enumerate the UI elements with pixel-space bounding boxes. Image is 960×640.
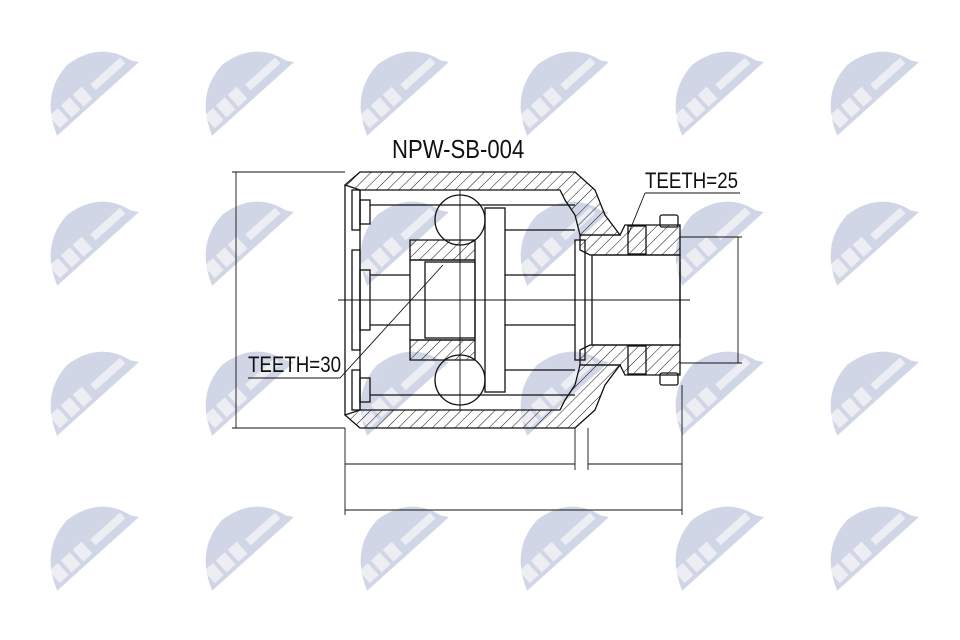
stub-top [579, 224, 681, 256]
ajs-parts-watermark [673, 201, 764, 286]
ajs-parts-watermark [358, 51, 449, 136]
leader-teeth-25 [627, 192, 646, 236]
housing-bottom [343, 364, 622, 429]
ajs-parts-watermark [203, 506, 294, 591]
ajs-parts-watermark [828, 351, 919, 436]
ajs-parts-watermark [673, 506, 764, 591]
ajs-parts-watermark [203, 51, 294, 136]
hub-bottom-hatch [409, 339, 476, 361]
teeth-30-label: TEETH=30 [248, 352, 342, 377]
ajs-parts-watermark [828, 506, 919, 591]
ajs-parts-watermark [48, 51, 139, 136]
ajs-parts-watermark [48, 351, 139, 436]
stub-bottom [579, 344, 681, 376]
ajs-parts-watermark [518, 506, 609, 591]
ajs-parts-watermark [673, 351, 764, 436]
ajs-parts-watermark [518, 51, 609, 136]
ajs-parts-watermark [48, 506, 139, 591]
ajs-parts-watermark [358, 201, 449, 286]
ajs-parts-watermark [358, 506, 449, 591]
ajs-parts-watermark [48, 201, 139, 286]
ajs-parts-watermark [828, 201, 919, 286]
part-number-title: NPW-SB-004 [392, 134, 525, 164]
ajs-parts-watermark [203, 201, 294, 286]
hub-top-hatch [409, 239, 476, 261]
teeth-25-label: TEETH=25 [645, 168, 739, 193]
ajs-parts-watermark [673, 51, 764, 136]
ajs-parts-watermark [828, 51, 919, 136]
ajs-parts-watermark [203, 351, 294, 436]
housing-top [343, 171, 622, 236]
